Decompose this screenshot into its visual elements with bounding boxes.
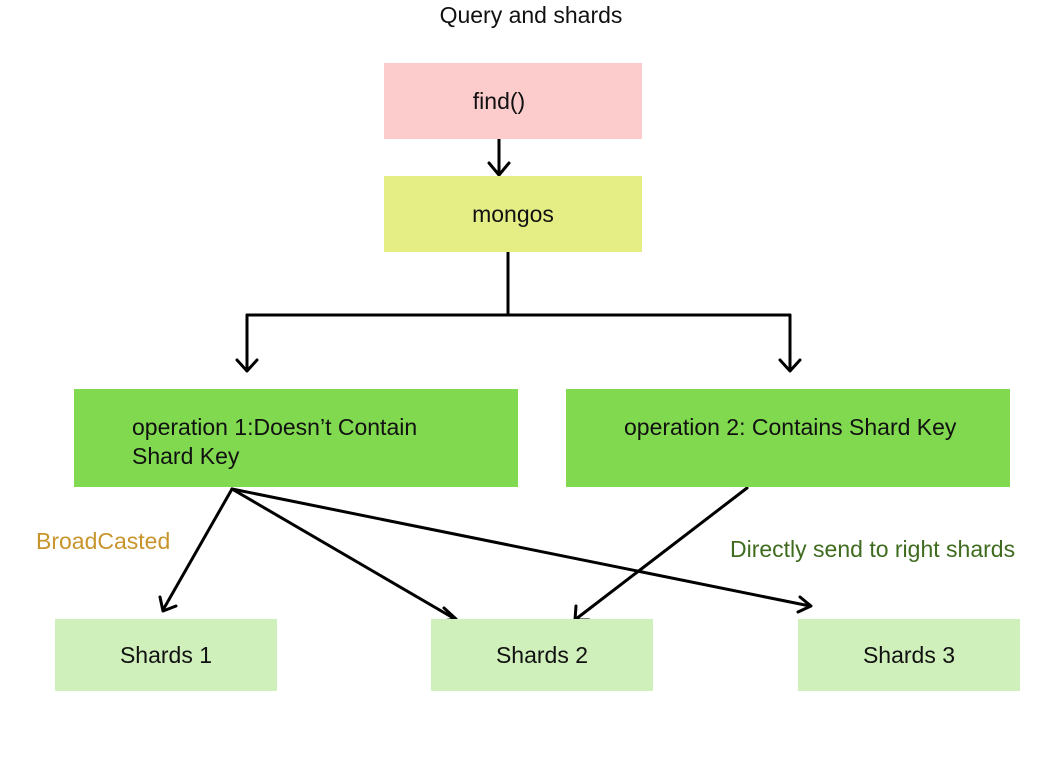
- arrowhead-mongos: [487, 161, 511, 177]
- shard-3-node: Shards 3: [798, 619, 1020, 691]
- direct-edge-label: Directly send to right shards: [730, 536, 1016, 562]
- edge-op2-to-shard2: [574, 486, 749, 621]
- diagram-title: Query and shards: [439, 2, 623, 28]
- mongos-node: mongos: [384, 176, 642, 252]
- operation-1-label: operation 1:Doesn’t Contain Shard Key: [132, 414, 418, 469]
- edge-op1-to-shard1: [161, 487, 234, 612]
- find-node: find(): [384, 63, 642, 139]
- arrowhead-op1: [235, 358, 259, 373]
- shard-2-label: Shards 2: [495, 641, 589, 668]
- shard-3-label: Shards 3: [862, 641, 956, 668]
- edge-op1-to-shard3: [230, 487, 812, 608]
- shard-1-label: Shards 1: [119, 641, 213, 668]
- shard-2-node: Shards 2: [431, 619, 653, 691]
- operation-1-node: operation 1:Doesn’t Contain Shard Key: [74, 389, 518, 487]
- arrowhead-shard3-from-op1: [796, 595, 813, 614]
- broadcast-edge-label: BroadCasted: [36, 528, 171, 554]
- shard-1-node: Shards 1: [55, 619, 277, 691]
- operation-2-label: operation 2: Contains Shard Key: [624, 414, 957, 440]
- arrowhead-shard1-from-op1: [158, 595, 178, 613]
- edge-op1-to-shard2: [230, 487, 457, 621]
- find-label: find(): [472, 87, 526, 114]
- arrowhead-op2: [778, 358, 802, 373]
- operation-2-node: operation 2: Contains Shard Key: [566, 389, 1010, 487]
- mongos-label: mongos: [472, 200, 554, 227]
